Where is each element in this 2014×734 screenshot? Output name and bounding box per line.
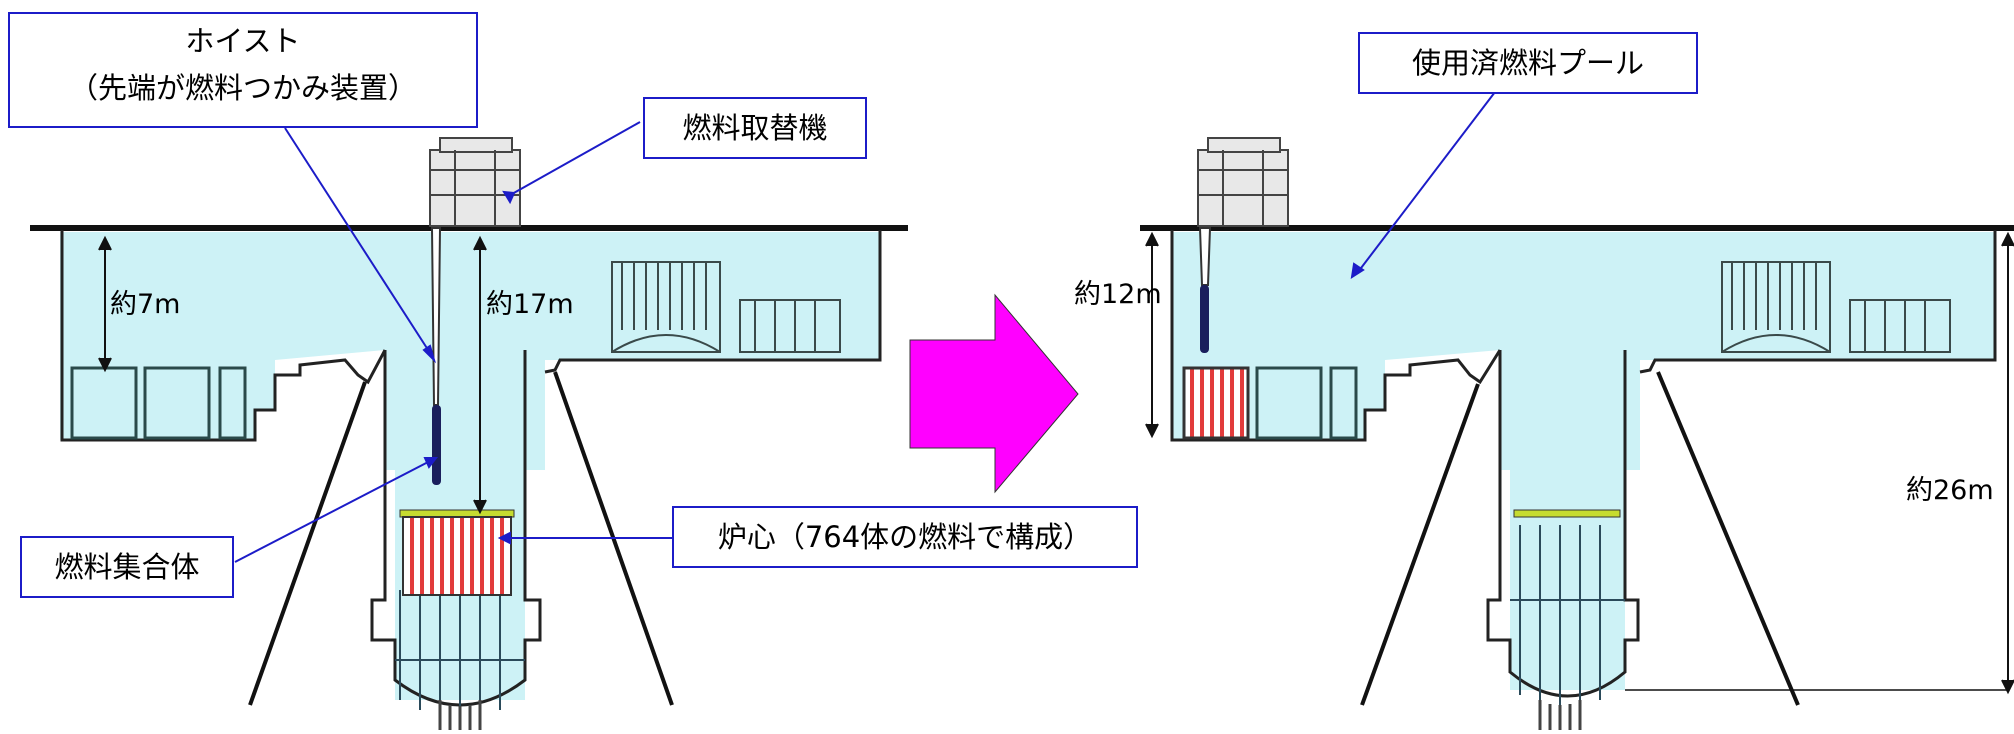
spent-fuel-pool-label: 使用済燃料プール	[1411, 46, 1644, 80]
right-shield-wall-right	[1656, 371, 1800, 706]
fuel-assembly-label: 燃料集合体	[54, 550, 200, 584]
left-hoist-tip	[432, 405, 441, 485]
right-pool-depth-label: 約12m	[1074, 279, 1162, 310]
right-core-grid-plate	[1513, 509, 1621, 518]
transition-arrow	[909, 293, 1079, 494]
right-bottom-penetrations	[1538, 700, 1582, 730]
left-vessel-internals	[395, 590, 525, 718]
hoist-label: ホイスト	[185, 24, 301, 58]
right-vessel-internals	[1510, 525, 1625, 708]
hoist-sublabel: （先端が燃料つかみ装置）	[68, 70, 417, 105]
right-rack-with-fuel	[1182, 366, 1250, 440]
left-pool-outline-right	[544, 230, 882, 374]
right-pool-outline	[1170, 230, 1502, 442]
fuel-assembly-callout: 燃料集合体	[20, 536, 234, 598]
left-water	[60, 232, 880, 700]
left-reactor-depth-label: 約17m	[486, 289, 574, 320]
left-refueling-machine	[429, 137, 521, 227]
left-panel	[30, 121, 908, 730]
left-hoist-mast	[430, 227, 442, 406]
right-reactor-depth-label: 約26m	[1906, 475, 1994, 506]
left-core-fuel	[402, 516, 512, 596]
left-pool-outline	[60, 230, 387, 442]
right-storage-racks	[1255, 366, 1358, 440]
core-callout: 炉心（764体の燃料で構成）	[672, 506, 1138, 568]
core-label: 炉心（764体の燃料で構成）	[717, 520, 1093, 554]
right-dim-arrows	[1145, 231, 2014, 695]
refueling-machine-callout: 燃料取替機	[643, 97, 867, 159]
left-core-grid-plate	[399, 509, 515, 518]
right-panel	[1140, 91, 2014, 730]
left-dim-arrows	[98, 235, 487, 515]
left-bottom-penetrations	[438, 700, 482, 730]
right-refueling-machine	[1197, 137, 1289, 227]
left-pool-depth-label: 約7m	[110, 289, 181, 320]
refueling-machine-label: 燃料取替機	[682, 111, 828, 145]
left-callout-leaders	[234, 121, 672, 563]
right-water	[1172, 232, 1995, 690]
right-callout-leaders	[1350, 91, 1496, 280]
right-hoist-mast	[1198, 227, 1212, 286]
right-hoist-tip	[1200, 285, 1209, 353]
left-upper-internals	[611, 261, 841, 353]
right-shield-wall-left	[1360, 383, 1480, 706]
right-vessel-outline	[1486, 350, 1640, 698]
hoist-callout: ホイスト （先端が燃料つかみ装置）	[8, 12, 478, 128]
spent-fuel-pool-callout: 使用済燃料プール	[1358, 32, 1698, 94]
right-upper-internals	[1721, 261, 1951, 353]
left-shield-wall-left	[248, 381, 367, 706]
right-pool-outline-right	[1639, 230, 1997, 374]
left-storage-racks	[70, 366, 247, 440]
